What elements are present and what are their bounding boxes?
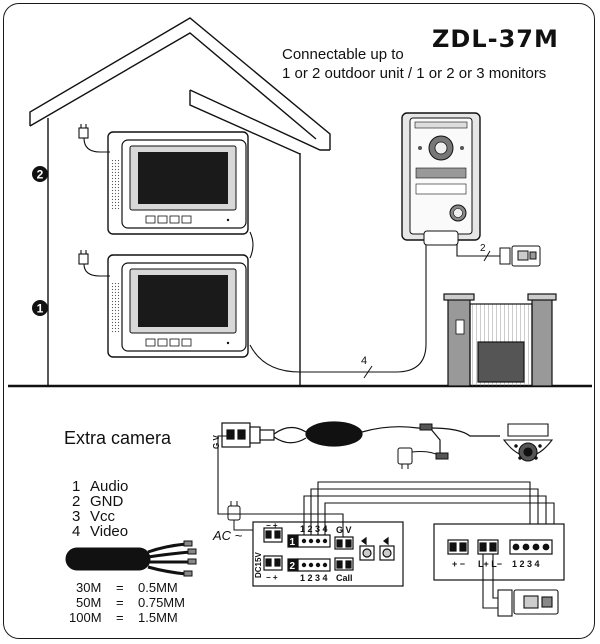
legend-num-1: 1: [72, 478, 80, 495]
gv-top-label: G V: [336, 525, 352, 535]
cable-slash-main: [363, 365, 373, 379]
extra-camera-label: Extra camera: [64, 428, 172, 448]
legend-num-3: 3: [72, 508, 80, 525]
camera-cable: [273, 421, 500, 456]
monitor-lower: [107, 254, 249, 358]
floor-number-upper: 2: [32, 166, 48, 182]
cable-wires-icon: [65, 540, 197, 577]
svg-text:100M: 100M: [69, 610, 102, 625]
dc-label: DC15V: [254, 552, 263, 578]
dc-pm-top: − +: [266, 521, 278, 530]
svg-text:1: 1: [37, 302, 44, 316]
gate: [443, 293, 557, 387]
svg-text:50M: 50M: [76, 595, 101, 610]
svg-text:=: =: [116, 580, 124, 595]
camera-power-adapter-icon: [397, 423, 449, 469]
outdoor-unit: [401, 112, 481, 246]
monitor-terminal-panel: [252, 521, 404, 587]
legend-label-4: Video: [90, 523, 128, 540]
camera-terminal-block: [221, 422, 275, 448]
monitor-upper-buttons: [145, 215, 192, 224]
subtitle-line1: Connectable up to: [282, 46, 404, 63]
call-label: Call: [336, 573, 353, 583]
legend-label-2: GND: [90, 493, 124, 510]
lock-cable: [456, 244, 500, 257]
svg-text:2: 2: [37, 168, 44, 182]
pin-legend: 1 Audio 2 GND 3 Vcc 4 Video: [72, 478, 128, 540]
svg-text:0.5MM: 0.5MM: [138, 580, 178, 595]
outdoor-terminal-panel: [433, 523, 565, 581]
legend-label-3: Vcc: [90, 508, 116, 525]
outdoor-pm-label: + −: [452, 559, 465, 569]
door-lock-bottom-icon: [497, 589, 559, 617]
cable-count-main: 4: [361, 355, 367, 367]
monitor-lower-buttons: [145, 338, 192, 347]
svg-text:=: =: [116, 595, 124, 610]
camera-gv-label: G V: [212, 435, 221, 449]
monitor-link-cable: [249, 231, 427, 373]
door-lock-icon: [499, 245, 541, 267]
cable-count-lock: 2: [480, 243, 486, 254]
outdoor-lock-label: L+ L−: [478, 559, 502, 569]
svg-text:1.5MM: 1.5MM: [138, 610, 178, 625]
dome-camera-icon: [502, 423, 554, 462]
legend-num-4: 4: [72, 523, 80, 540]
pins-top-label: 1 2 3 4: [300, 524, 328, 534]
port-2-label: 2: [290, 561, 296, 572]
floor-number-lower: 1: [32, 300, 48, 316]
cable-spec-table: 30M = 0.5MM 50M = 0.75MM 100M = 1.5MM: [69, 580, 185, 625]
wires-panel-to-outdoor: [217, 435, 555, 540]
pins-bottom-label: 1 2 3 4: [300, 573, 328, 583]
svg-text:=: =: [116, 610, 124, 625]
legend-label-1: Audio: [90, 478, 128, 495]
monitor-upper: [107, 131, 249, 235]
power-plug-lower-icon: [78, 250, 110, 277]
outdoor-pins-label: 1 2 3 4: [512, 559, 540, 569]
model-title: ZDL-37M: [432, 25, 559, 53]
lock-wires-bottom: [482, 554, 498, 609]
subtitle-line2: 1 or 2 outdoor unit / 1 or 2 or 3 monito…: [282, 65, 546, 82]
dc-pm-bottom: − +: [266, 573, 278, 582]
power-plug-upper-icon: [78, 124, 110, 153]
legend-num-2: 2: [72, 493, 80, 510]
port-1-label: 1: [290, 537, 296, 548]
svg-text:0.75MM: 0.75MM: [138, 595, 185, 610]
svg-text:30M: 30M: [76, 580, 101, 595]
power-ac-label: AC ~: [212, 528, 243, 543]
